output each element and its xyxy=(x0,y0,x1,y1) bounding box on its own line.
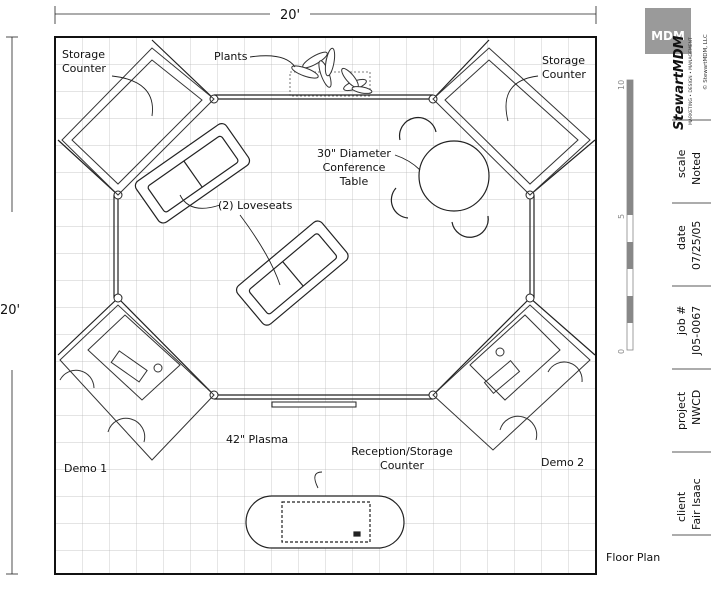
conference-line3: Table xyxy=(339,175,369,188)
scale-tick-10: 10 xyxy=(617,80,626,90)
field-value-client: Fair Isaac xyxy=(690,478,703,530)
demo2-label: Demo 2 xyxy=(541,456,584,469)
demo-station-left xyxy=(59,304,215,461)
field-title-job: job # xyxy=(675,306,688,336)
field-value-date: 07/25/05 xyxy=(690,221,703,270)
reception-counter xyxy=(245,495,405,549)
brand-tagline: MARKETING • DESIGN • MANAGEMENT xyxy=(688,37,694,125)
copyright-text: © StewartMDM, LLC xyxy=(702,34,709,90)
loveseat-upper xyxy=(134,123,251,224)
plasma-label: 42" Plasma xyxy=(226,433,288,446)
title-block: MDM StewartMDM MARKETING • DESIGN • MANA… xyxy=(617,8,711,536)
conference-table xyxy=(390,116,490,238)
demo-station-right xyxy=(432,304,591,451)
loveseats-label: (2) Loveseats xyxy=(218,199,293,212)
brand-name: StewartMDM xyxy=(672,35,687,130)
storage-left-line2: Counter xyxy=(62,62,106,75)
booth-floor-grid xyxy=(54,36,597,575)
floor-plan-label: Floor Plan xyxy=(606,551,660,564)
field-title-date: date xyxy=(675,225,688,250)
scale-tick-0: 0 xyxy=(617,349,626,354)
storage-counter-right xyxy=(432,47,591,196)
plants-planter xyxy=(289,47,373,97)
width-label: 20' xyxy=(280,8,300,23)
leader-lines xyxy=(111,55,539,489)
width-dimension: 20' xyxy=(54,4,597,24)
demo1-label: Demo 1 xyxy=(64,462,107,475)
brand-logo-mark: MDM xyxy=(651,29,685,43)
octagon-frame xyxy=(57,39,596,400)
graphic-scale-bar: 0 5 10 xyxy=(617,79,634,354)
reception-line2: Counter xyxy=(380,459,424,472)
plants-label: Plants xyxy=(214,50,248,63)
reception-line1: Reception/Storage xyxy=(351,445,453,458)
field-value-project: NWCD xyxy=(690,390,703,425)
height-label: 20' xyxy=(0,303,20,318)
loveseat-lower xyxy=(235,220,349,326)
field-value-scale: Noted xyxy=(690,152,703,185)
field-title-scale: scale xyxy=(675,149,688,178)
storage-right-line2: Counter xyxy=(542,68,586,81)
field-title-project: project xyxy=(675,391,688,430)
scale-tick-5b: 5 xyxy=(617,214,626,219)
field-value-job: J05-0067 xyxy=(690,306,703,356)
storage-left-line1: Storage xyxy=(62,48,105,61)
storage-right-line1: Storage xyxy=(542,54,585,67)
field-title-client: client xyxy=(675,491,688,522)
conference-line1: 30" Diameter xyxy=(317,147,391,160)
storage-counter-left xyxy=(61,47,215,196)
conference-line2: Conference xyxy=(323,161,386,174)
height-dimension: 20' xyxy=(0,36,20,575)
brand-logo-box xyxy=(645,8,691,54)
plasma-screen xyxy=(271,401,357,408)
